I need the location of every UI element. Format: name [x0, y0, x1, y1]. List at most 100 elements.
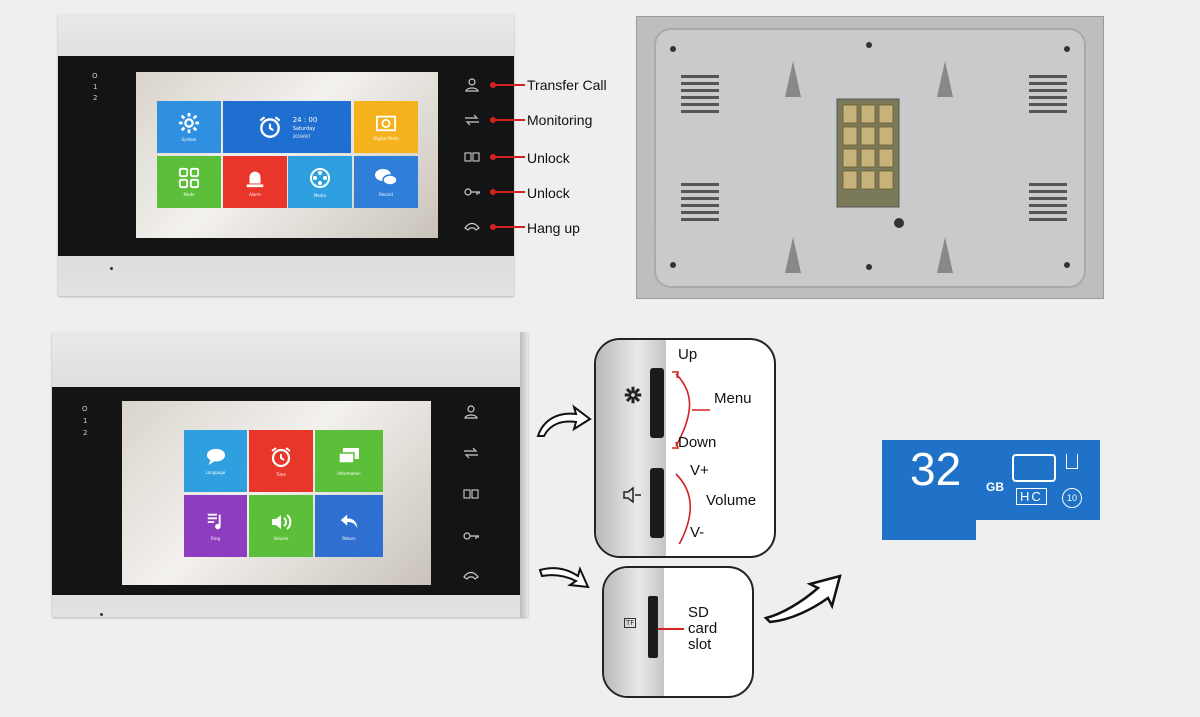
- sdhc-logo: [1012, 454, 1056, 482]
- tile-information[interactable]: Information: [315, 430, 383, 492]
- led-indicator-0: O: [82, 405, 88, 413]
- person-icon[interactable]: [463, 78, 481, 92]
- curved-arrow-icon: [538, 566, 590, 589]
- messages-icon: [338, 448, 359, 464]
- callout-line: [658, 628, 684, 630]
- tile-label: Media: [313, 193, 326, 198]
- tile-label: Alarm: [249, 192, 261, 197]
- uhs-mark: [1066, 454, 1078, 469]
- label-unlock-key: Unlock: [527, 185, 570, 201]
- alarm-clock-icon: [259, 116, 281, 138]
- monitor-screen: System 24 : 00 Saturday 2019/9/7 Digital…: [136, 72, 438, 238]
- callout-line: [493, 119, 525, 121]
- clock-date: 2019/9/7: [292, 133, 311, 139]
- film-reel-icon: [310, 168, 330, 188]
- tile-label: Volume: [273, 536, 289, 541]
- label-slot: slot: [688, 636, 712, 653]
- tile-digital-photo[interactable]: Digital Photo: [354, 101, 418, 153]
- tile-mode[interactable]: Mode: [157, 156, 221, 208]
- monitoring-arrows-icon[interactable]: [462, 446, 480, 460]
- tile-ring[interactable]: Ring: [184, 495, 247, 557]
- callout-line: [493, 156, 525, 158]
- tile-clock[interactable]: 24 : 00 Saturday 2019/9/7: [223, 101, 351, 153]
- curved-arrow-icon: [763, 574, 842, 624]
- return-arrow-icon: [340, 514, 358, 529]
- tile-return[interactable]: Return: [315, 495, 383, 557]
- tile-media[interactable]: Media: [288, 156, 352, 208]
- monitor-front-bottom: O 1 2 Language Time Information Ring Vo: [52, 332, 528, 617]
- grid-icon: [178, 167, 200, 189]
- label-sd: SD: [688, 604, 709, 621]
- side-edge: [520, 332, 528, 617]
- tile-label: Record: [379, 192, 393, 197]
- label-up: Up: [678, 346, 698, 363]
- monitoring-arrows-icon[interactable]: [463, 113, 481, 127]
- label-vminus: V-: [690, 524, 705, 541]
- tile-volume[interactable]: Volume: [249, 495, 313, 557]
- gear-icon: [178, 112, 200, 134]
- gear-icon: [624, 386, 642, 404]
- monitor-screen: Language Time Information Ring Volume Re…: [122, 401, 431, 585]
- red-arc-arrows: [672, 371, 710, 544]
- zoom-sd-slot: TF SD card slot: [602, 566, 754, 698]
- tile-system[interactable]: System: [157, 101, 221, 153]
- label-down: Down: [678, 434, 717, 451]
- zoom-side-controls: Up Menu Down V+ Volume V-: [594, 338, 776, 558]
- label-volume: Volume: [706, 492, 757, 509]
- microsd-card: 32 GB HC 10: [882, 440, 1100, 540]
- alarm-clock-icon: [271, 447, 291, 468]
- clock-time: 24 : 00: [292, 115, 318, 124]
- tile-record[interactable]: Record: [354, 156, 418, 208]
- phone-handset-icon[interactable]: [462, 569, 480, 583]
- label-transfer-call: Transfer Call: [527, 77, 607, 93]
- photo-icon: [376, 115, 396, 132]
- key-icon[interactable]: [463, 185, 481, 199]
- sd-type: HC: [1016, 488, 1047, 505]
- tile-label: Time: [276, 472, 286, 477]
- monitor-front-top: O 1 2 System 24 : 00 Saturday 2019/9/7 D…: [58, 14, 514, 296]
- tile-time[interactable]: Time: [249, 430, 313, 492]
- monitor-bezel: O 1 2 Language Time Information Ring Vo: [52, 387, 522, 595]
- back-panel-details: [654, 28, 1086, 288]
- person-icon[interactable]: [462, 405, 480, 419]
- callout-line: [493, 191, 525, 193]
- led-indicator-2: 2: [93, 94, 98, 102]
- led-indicator-1: 1: [93, 83, 98, 91]
- label-monitoring: Monitoring: [527, 112, 593, 128]
- microsd-card-shape: [882, 440, 1100, 540]
- tile-alarm[interactable]: Alarm: [223, 156, 287, 208]
- tile-label: Return: [342, 536, 356, 541]
- door-icon[interactable]: [462, 487, 480, 501]
- menu-rocker[interactable]: [650, 368, 664, 438]
- tile-language[interactable]: Language: [184, 430, 247, 492]
- led-indicator-0: O: [92, 72, 98, 80]
- sensor-dot: [110, 267, 113, 270]
- sd-card-slot[interactable]: [648, 596, 658, 658]
- monitor-back-panel: [636, 16, 1104, 299]
- tf-mark: TF: [624, 618, 637, 628]
- sd-capacity: 32: [910, 443, 962, 495]
- speed-class: 10: [1062, 488, 1082, 508]
- tile-label: Ring: [211, 536, 220, 541]
- speech-bubble-icon: [206, 448, 225, 466]
- clock-day: Saturday: [292, 125, 316, 132]
- led-indicator-1: 1: [83, 417, 88, 425]
- callout-line: [493, 84, 525, 86]
- tile-label: Mode: [183, 192, 195, 197]
- label-vplus: V+: [690, 462, 709, 479]
- tile-label: Language: [205, 470, 226, 475]
- phone-handset-icon[interactable]: [463, 220, 481, 234]
- chat-bubbles-icon: [375, 169, 398, 186]
- speaker-icon: [272, 514, 292, 530]
- speaker-icon: [623, 486, 641, 504]
- music-note-icon: [207, 513, 221, 530]
- volume-rocker[interactable]: [650, 468, 664, 538]
- door-icon[interactable]: [463, 150, 481, 164]
- key-icon[interactable]: [462, 529, 480, 543]
- curved-arrow-icon: [536, 404, 592, 437]
- sensor-dot: [100, 613, 103, 616]
- callout-line: [493, 226, 525, 228]
- label-hang-up: Hang up: [527, 220, 580, 236]
- label-unlock-door: Unlock: [527, 150, 570, 166]
- tile-label: System: [181, 137, 197, 142]
